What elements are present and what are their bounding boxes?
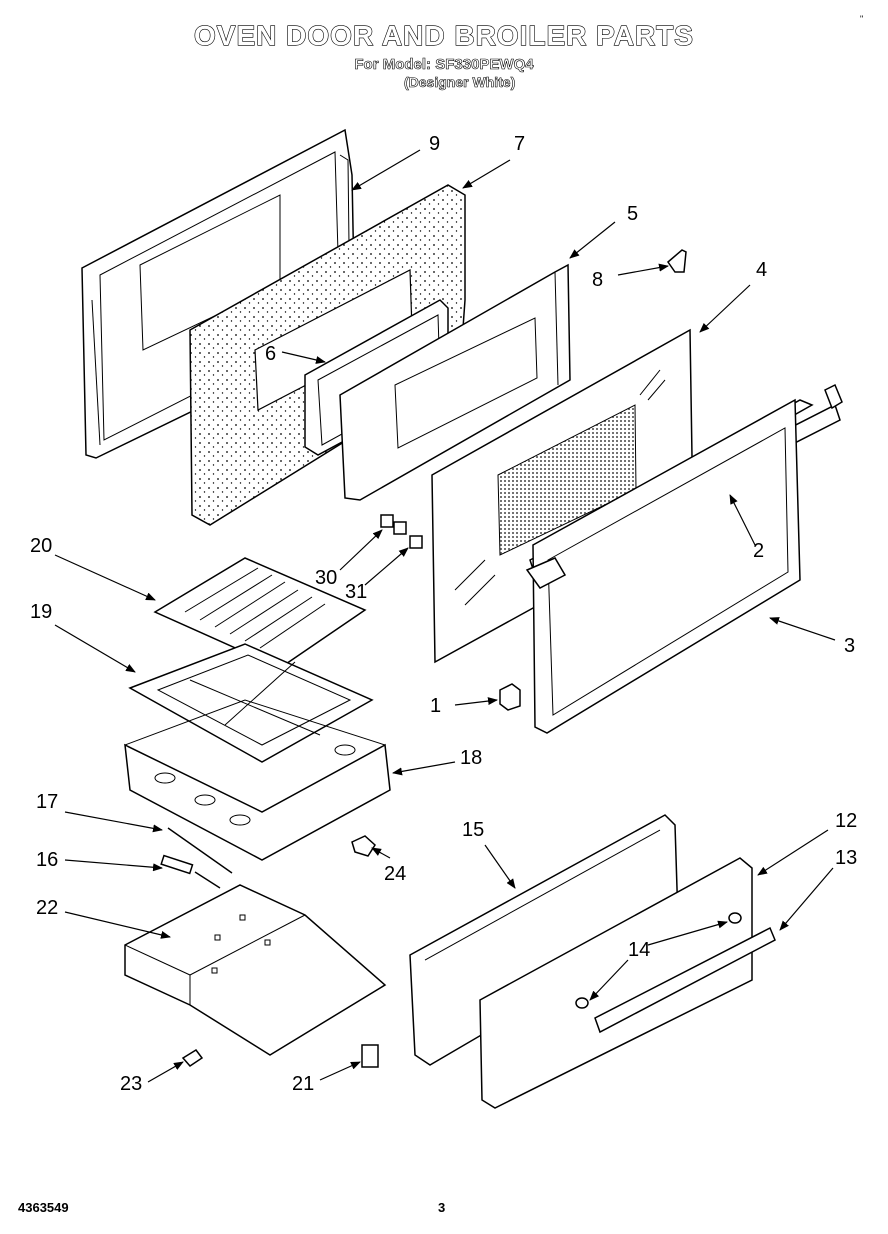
document-number: 4363549 (18, 1200, 69, 1215)
part-24-knob (351, 835, 376, 857)
part-30-clip-b (393, 521, 407, 535)
part-14-spacer-b (575, 997, 589, 1009)
callout-9: 9 (429, 133, 440, 155)
part-14-spacer (728, 912, 742, 924)
part-23-screw (181, 1049, 204, 1067)
callout-numbers: 9 7 5 8 4 6 2 3 1 30 31 20 19 18 17 16 2… (30, 133, 857, 1095)
page-number: 3 (438, 1200, 446, 1215)
callout-23: 23 (120, 1073, 142, 1095)
callout-5: 5 (627, 203, 638, 225)
corner-mark: " (860, 14, 864, 24)
callout-24: 24 (384, 863, 406, 885)
part-19-broiler-insert (128, 643, 374, 763)
callout-6: 6 (265, 343, 276, 365)
callout-3: 3 (844, 635, 855, 657)
model-color: (Designer White) (404, 74, 516, 91)
part-3-door-frame (525, 398, 801, 734)
part-1-hinge-clip (499, 683, 521, 711)
callout-30: 30 (315, 567, 337, 589)
callout-16: 16 (36, 849, 58, 871)
callout-21: 21 (292, 1073, 314, 1095)
part-16-spring (160, 854, 221, 889)
part-17-rod (167, 827, 233, 874)
callout-22: 22 (36, 897, 58, 919)
part-31-clip (409, 535, 423, 549)
callout-7: 7 (514, 133, 525, 155)
callout-8: 8 (592, 269, 603, 291)
part-22-drawer-body (124, 884, 387, 1056)
page-title: OVEN DOOR AND BROILER PARTS (193, 19, 694, 51)
callout-17: 17 (36, 791, 58, 813)
callout-4: 4 (756, 259, 767, 281)
part-30-clip (380, 514, 394, 528)
part-21-bracket (361, 1044, 379, 1068)
callout-13: 13 (835, 847, 857, 869)
part-8-clip (666, 249, 687, 273)
part-5-door-liner (339, 263, 571, 501)
callout-14: 14 (628, 939, 650, 961)
part-7-insulation (189, 184, 466, 526)
model-number: For Model: SF330PEWQ4 (354, 56, 534, 74)
leader-lines (54, 149, 836, 1083)
callout-15: 15 (462, 819, 484, 841)
callout-1: 1 (430, 695, 441, 717)
part-18-broiler-pan (124, 699, 391, 861)
part-12-drawer-front (479, 857, 753, 1109)
callout-2: 2 (753, 540, 764, 562)
part-13-handle (594, 926, 776, 1034)
callout-19: 19 (30, 601, 52, 623)
callout-31: 31 (345, 581, 367, 603)
callout-20: 20 (30, 535, 52, 557)
callout-18: 18 (460, 747, 482, 769)
callout-12: 12 (835, 810, 857, 832)
